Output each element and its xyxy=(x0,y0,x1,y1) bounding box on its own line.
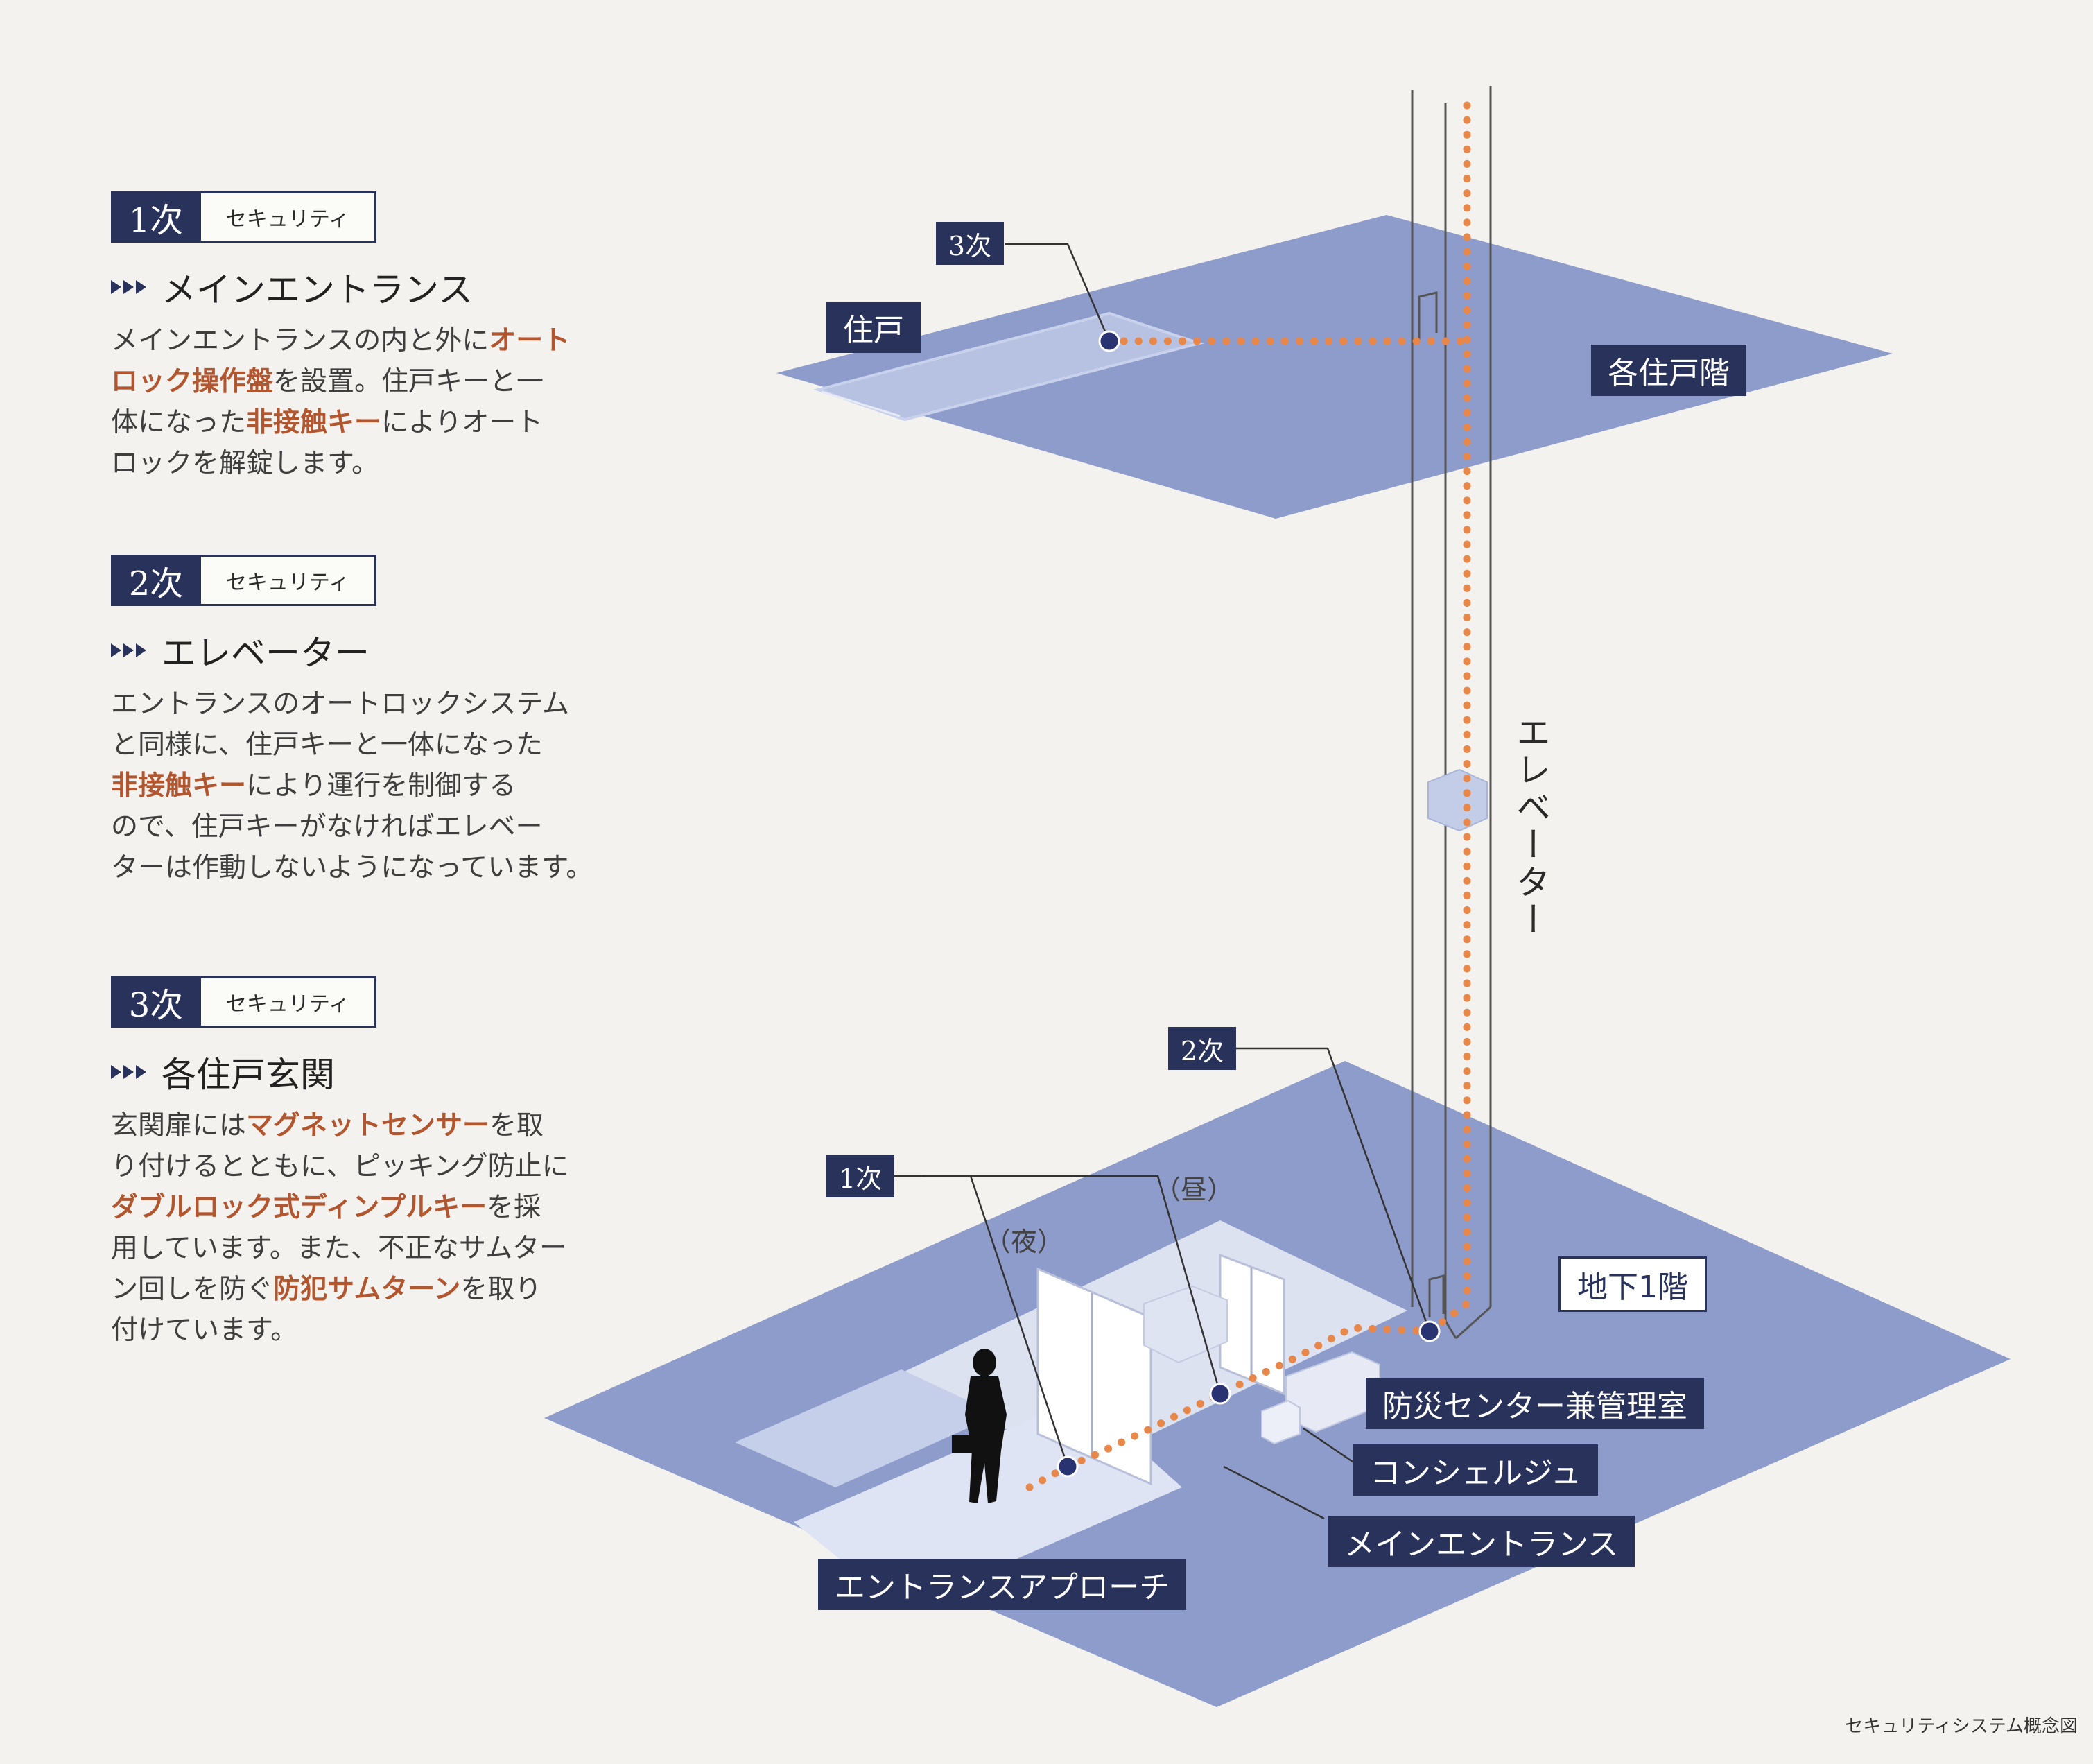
section-1-header: 1次 セキュリティ xyxy=(111,191,638,243)
body-text: 体になった xyxy=(111,407,247,438)
section-2-title: エレベーター xyxy=(162,633,370,673)
section-3-title: 各住戸玄関 xyxy=(162,1055,335,1095)
highlight-text: 非接触キー xyxy=(246,407,382,438)
body-line: 非接触キーにより運行を制御する xyxy=(111,766,638,806)
triple-arrow-icon xyxy=(111,280,146,294)
section-3-body: 玄関扉にはマグネットセンサーを取り付けるとともに、ピッキング防止にダブルロック式… xyxy=(111,1105,638,1351)
elevator-label: エレベーター xyxy=(1511,714,1551,939)
body-line: エントランスのオートロックシステム xyxy=(111,684,638,725)
concierge-desk xyxy=(1261,1399,1301,1445)
tag-bousai: 防災センター兼管理室 xyxy=(1366,1378,1704,1429)
section-1-num: 1次 xyxy=(111,191,201,243)
lower-left-path xyxy=(735,1369,998,1487)
body-line: ロックを解錠します。 xyxy=(111,443,638,484)
body-line: り付けるとともに、ピッキング防止に xyxy=(111,1146,638,1187)
body-line: 付けています。 xyxy=(111,1310,638,1351)
tag-concierge: コンシェルジュ xyxy=(1353,1444,1598,1496)
highlight-text: 防犯サムターン xyxy=(273,1274,461,1305)
person-silhouette xyxy=(952,1349,1007,1503)
label-hiru: （昼） xyxy=(1154,1175,1234,1205)
tag-approach: エントランスアプローチ xyxy=(818,1559,1187,1610)
body-text: ターは作動しないようになっています。 xyxy=(111,852,593,883)
body-text: ン回しを防ぐ xyxy=(111,1274,274,1305)
body-line: ン回しを防ぐ防犯サムターンを取り xyxy=(111,1269,638,1310)
section-3-label: セキュリティ xyxy=(201,976,376,1028)
tag-jyuko: 住戸 xyxy=(826,302,921,353)
body-line: メインエントランスの内と外にオート xyxy=(111,320,638,361)
section-2-header: 2次 セキュリティ xyxy=(111,555,638,606)
tag-main-entrance: メインエントランス xyxy=(1328,1516,1635,1567)
body-line: ダブルロック式ディンプルキーを採 xyxy=(111,1187,638,1228)
upper-floor-plate xyxy=(776,215,1893,519)
body-line: ので、住戸キーがなければエレベー xyxy=(111,806,638,847)
body-text: り付けるとともに、ピッキング防止に xyxy=(111,1151,569,1182)
tag-chika1kai: 地下1階 xyxy=(1558,1256,1707,1312)
access-route xyxy=(1025,101,1471,1491)
body-line: ターは作動しないようになっています。 xyxy=(111,847,638,888)
body-text: 付けています。 xyxy=(111,1315,298,1346)
section-2-body: エントランスのオートロックシステムと同様に、住戸キーと一体になった非接触キーによ… xyxy=(111,684,638,888)
figure-caption: セキュリティシステム概念図 xyxy=(1845,1716,2078,1737)
elevator-shaft xyxy=(1411,86,1492,1340)
body-text: メインエントランスの内と外に xyxy=(111,325,489,356)
section-2-subtitle: エレベーター xyxy=(111,630,638,673)
body-text: エントランスのオートロックシステム xyxy=(111,689,570,720)
body-text: を取り xyxy=(460,1274,542,1305)
body-line: 玄関扉にはマグネットセンサーを取 xyxy=(111,1105,638,1146)
highlight-text: ダブルロック式ディンプルキー xyxy=(111,1192,487,1223)
highlight-text: 非接触キー xyxy=(111,770,247,802)
body-text: により運行を制御する xyxy=(246,770,516,802)
body-text: によりオート xyxy=(381,407,544,438)
section-1-title: メインエントランス xyxy=(162,270,473,310)
body-line: 体になった非接触キーによりオート xyxy=(111,402,638,443)
body-text: を採 xyxy=(487,1192,541,1223)
body-text: と同様に、住戸キーと一体になった xyxy=(111,729,543,761)
num-3: 3次 xyxy=(936,222,1004,265)
section-3-header: 3次 セキュリティ xyxy=(111,976,638,1028)
section-3: 3次 セキュリティ 各住戸玄関 玄関扉にはマグネットセンサーを取り付けるとともに… xyxy=(111,976,638,1351)
triple-arrow-icon xyxy=(111,1065,146,1079)
section-1-subtitle: メインエントランス xyxy=(111,266,638,310)
label-yoru: （夜） xyxy=(984,1227,1064,1257)
body-line: 用しています。また、不正なサムター xyxy=(111,1228,638,1269)
body-text: 玄関扉には xyxy=(111,1110,247,1141)
section-2-num: 2次 xyxy=(111,555,201,606)
body-text: を取 xyxy=(489,1110,544,1141)
body-line: と同様に、住戸キーと一体になった xyxy=(111,725,638,766)
section-3-subtitle: 各住戸玄関 xyxy=(111,1051,638,1095)
triple-arrow-icon xyxy=(111,643,146,657)
body-text: 用しています。また、不正なサムター xyxy=(111,1233,567,1264)
section-2-label: セキュリティ xyxy=(201,555,376,606)
body-text: ロックを解錠します。 xyxy=(111,448,379,479)
num-1: 1次 xyxy=(826,1155,894,1197)
elevator-car xyxy=(1427,768,1488,832)
section-3-num: 3次 xyxy=(111,976,201,1028)
lock-markers xyxy=(1057,330,1441,1478)
highlight-text: マグネットセンサー xyxy=(246,1110,490,1141)
section-1-body: メインエントランスの内と外にオートロック操作盤を設置。住戸キーと一体になった非接… xyxy=(111,320,638,484)
body-text: を設置。住戸キーと一 xyxy=(273,366,544,397)
body-text: ので、住戸キーがなければエレベー xyxy=(111,811,543,842)
tag-kakujyukokai: 各住戸階 xyxy=(1591,345,1746,396)
highlight-text: オート xyxy=(489,325,571,356)
num-2: 2次 xyxy=(1168,1027,1236,1070)
highlight-text: ロック操作盤 xyxy=(111,366,274,397)
section-1-label: セキュリティ xyxy=(201,191,376,243)
leader-lines xyxy=(894,243,1431,1520)
section-2: 2次 セキュリティ エレベーター エントランスのオートロックシステムと同様に、住… xyxy=(111,555,638,888)
section-1: 1次 セキュリティ メインエントランス メインエントランスの内と外にオートロック… xyxy=(111,191,638,484)
body-line: ロック操作盤を設置。住戸キーと一 xyxy=(111,361,638,402)
